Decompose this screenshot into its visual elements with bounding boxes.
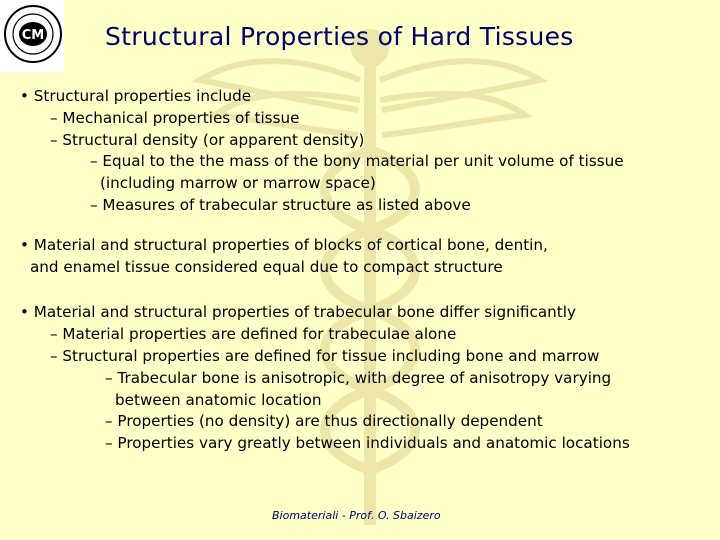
sub-bullet-line: – Material properties are defined for tr…	[50, 325, 457, 344]
sub-sub-bullet-line: – Properties (no density) are thus direc…	[105, 412, 543, 431]
university-logo: CM	[0, 0, 64, 72]
sub-bullet-line: – Structural properties are defined for …	[50, 346, 600, 365]
logo-monogram: CM	[22, 28, 44, 43]
sub-sub-bullet-line: – Trabecular bone is anisotropic, with d…	[105, 368, 612, 387]
continuation-line: between anatomic location	[115, 390, 322, 409]
bullet-line: • Structural properties include	[20, 87, 252, 105]
sub-bullet-line: – Mechanical properties of tissue	[50, 108, 300, 127]
bullet-line: • Material and structural properties of …	[20, 303, 576, 322]
sub-bullet-line: – Structural density (or apparent densit…	[50, 130, 365, 149]
slide-title: Structural Properties of Hard Tissues	[105, 22, 574, 51]
university-seal-icon: CM	[4, 5, 62, 63]
bullet-line: • Material and structural properties of …	[20, 235, 548, 254]
sub-sub-bullet-line: – Measures of trabecular structure as li…	[90, 195, 471, 214]
sub-sub-bullet-line: – Properties vary greatly between indivi…	[105, 434, 630, 453]
caduceus-watermark-icon	[191, 29, 549, 525]
continuation-line: (including marrow or marrow space)	[100, 174, 376, 193]
continuation-line: and enamel tissue considered equal due t…	[30, 257, 503, 276]
sub-sub-bullet-line: – Equal to the the mass of the bony mate…	[90, 152, 624, 171]
slide-footer: Biomateriali - Prof. O. Sbaizero	[272, 509, 441, 522]
slide-body: • Structural properties include – Mechan…	[20, 86, 710, 455]
